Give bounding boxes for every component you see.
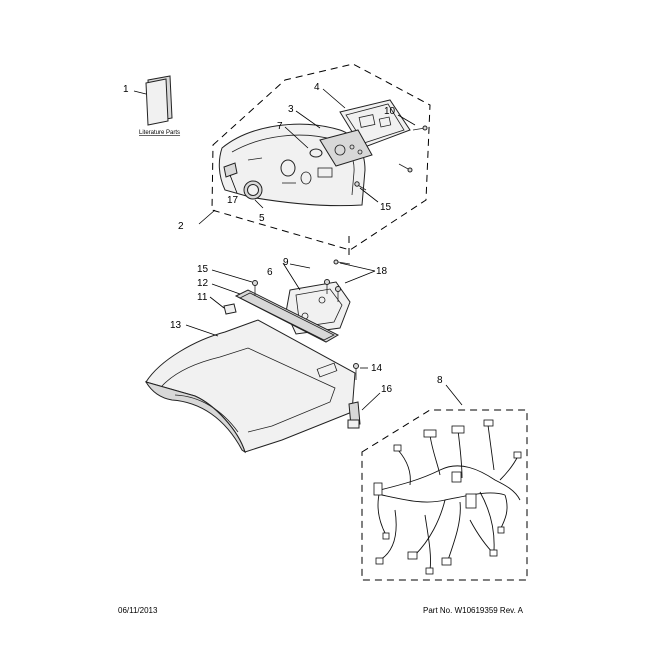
encoder — [309, 148, 323, 158]
console-endcap — [223, 162, 238, 178]
callout-10: 10 — [384, 106, 396, 117]
callout-3: 3 — [288, 104, 294, 115]
leader-lines — [185, 88, 463, 411]
literature-parts-label: Literature Parts — [139, 130, 180, 136]
literature-parts: Literature Parts — [133, 75, 180, 136]
callout-labels: 1 2 3 4 5 6 7 8 9 10 11 12 13 14 15 15 1… — [123, 82, 443, 395]
hinge-foot — [347, 401, 361, 429]
callout-12: 12 — [197, 278, 209, 289]
callout-15-lower: 15 — [197, 264, 209, 275]
callout-6: 6 — [267, 267, 273, 278]
wire-harness — [373, 419, 522, 575]
callout-11: 11 — [197, 292, 208, 303]
callout-8: 8 — [437, 375, 443, 386]
console-screw-upper — [354, 181, 367, 191]
wire-clip — [223, 303, 237, 315]
callout-2: 2 — [178, 221, 184, 232]
bracket-screws — [324, 259, 351, 302]
wire-harness-group-outline — [361, 409, 528, 581]
callout-18: 18 — [376, 266, 388, 277]
board-screws — [398, 125, 428, 173]
footer-part-number: Part No. W10619359 Rev. A — [423, 606, 523, 615]
rail-screw — [252, 280, 258, 296]
console-bracket — [319, 129, 373, 167]
callout-13: 13 — [170, 320, 182, 331]
top-panel — [144, 319, 356, 454]
callout-1: 1 — [123, 84, 129, 95]
callout-4: 4 — [314, 82, 320, 93]
top-panel-screw — [353, 363, 359, 380]
callout-17: 17 — [227, 195, 239, 206]
callout-5: 5 — [259, 213, 265, 224]
callout-15-upper: 15 — [380, 202, 392, 213]
control-console-group-outline — [211, 63, 431, 251]
callout-9: 9 — [283, 257, 289, 268]
front-rail — [234, 289, 340, 343]
footer-date: 06/11/2013 — [118, 606, 158, 615]
callout-7: 7 — [277, 121, 283, 132]
control-knob — [243, 180, 263, 200]
callout-16: 16 — [381, 384, 393, 395]
callout-14: 14 — [371, 363, 383, 374]
